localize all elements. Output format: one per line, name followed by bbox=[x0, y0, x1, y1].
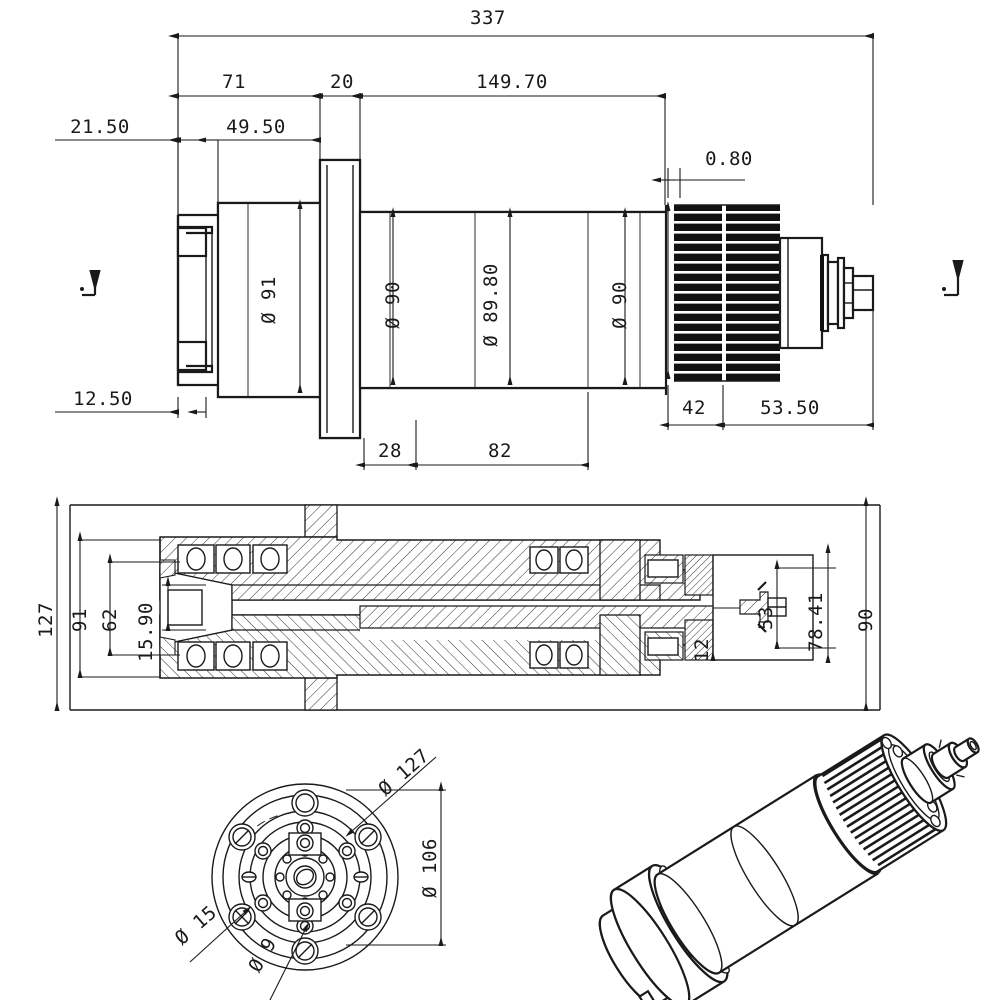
flange-end-view: Ø 127 Ø 106 Ø 15 Ø 9 bbox=[171, 745, 446, 1000]
tail-assembly bbox=[778, 236, 875, 350]
flange-dimension-d106: Ø 106 bbox=[346, 781, 446, 947]
flange-dimension-d127: Ø 127 bbox=[345, 745, 437, 837]
extension-lines-top bbox=[177, 33, 874, 230]
dimension-337: 337 bbox=[168, 7, 875, 39]
section-shaft bbox=[231, 584, 741, 640]
section-outer-box bbox=[69, 504, 881, 711]
dimension-12-50: 12.50 bbox=[55, 388, 207, 418]
flange-label-d106: Ø 106 bbox=[419, 838, 441, 898]
dimension-chain-right: 42 53.50 bbox=[659, 300, 875, 430]
front-elevation-view: 337 71 20 149.70 21.50 49.50 0.80 bbox=[55, 7, 964, 470]
flange-label-d9: Ø 9 bbox=[244, 934, 281, 976]
section-front-bearings bbox=[177, 544, 288, 671]
dimension-label-49-50: 49.50 bbox=[226, 116, 286, 138]
barrel-d91 bbox=[216, 201, 322, 399]
flange-label-d127: Ø 127 bbox=[374, 745, 433, 801]
section-front-flange bbox=[304, 504, 338, 711]
dimension-chain-bottom: 28 82 bbox=[355, 392, 590, 470]
dimension-label-21-50: 21.50 bbox=[70, 116, 130, 138]
section-arrow-left bbox=[80, 269, 101, 297]
iso-shaft-stack bbox=[900, 737, 980, 805]
keyway-slots bbox=[288, 832, 322, 922]
dimension-label-28: 28 bbox=[378, 440, 402, 462]
section-rear-bearings bbox=[529, 546, 589, 669]
diameter-dimension-lines bbox=[297, 199, 671, 394]
dimension-label-0-80: 0.80 bbox=[705, 148, 753, 170]
diameter-label-91: Ø 91 bbox=[258, 276, 280, 324]
flange-label-d15: Ø 15 bbox=[171, 902, 221, 950]
bolt-holes-d9 bbox=[241, 819, 369, 935]
dimension-chain-top: 71 20 149.70 bbox=[168, 71, 667, 99]
dimension-label-20: 20 bbox=[330, 71, 354, 93]
finned-rotor-pack bbox=[674, 204, 780, 382]
section-left-dimensions: 127 91 62 15.90 bbox=[35, 496, 206, 712]
section-right-dimensions: 12 53 78.41 90 bbox=[691, 496, 877, 712]
section-label-62: 62 bbox=[99, 608, 121, 632]
mid-flange-ring bbox=[318, 158, 362, 440]
diameter-label-89-80: Ø 89.80 bbox=[480, 263, 502, 347]
diameter-label-90-left: Ø 90 bbox=[382, 281, 404, 329]
dimension-label-53-50: 53.50 bbox=[760, 397, 820, 419]
section-label-90: 90 bbox=[855, 608, 877, 632]
section-label-53: 53 bbox=[755, 606, 777, 630]
section-label-91: 91 bbox=[69, 608, 91, 632]
section-label-127: 127 bbox=[35, 602, 57, 638]
section-taper-nose bbox=[159, 559, 233, 656]
dimension-chain-second: 21.50 49.50 bbox=[55, 116, 322, 143]
dimension-label-42: 42 bbox=[682, 397, 706, 419]
isometric-3d-view bbox=[598, 733, 980, 1000]
left-keyway-detail bbox=[176, 225, 214, 374]
dimension-label-149-70: 149.70 bbox=[476, 71, 548, 93]
diameter-label-90-right: Ø 90 bbox=[609, 281, 631, 329]
dimension-0-80: 0.80 bbox=[651, 148, 753, 198]
dimension-label-71: 71 bbox=[222, 71, 246, 93]
section-label-12: 12 bbox=[691, 638, 713, 662]
section-arrow-right bbox=[942, 259, 964, 297]
motor-barrel bbox=[358, 210, 668, 390]
dimension-label-82: 82 bbox=[488, 440, 512, 462]
fin-gaps bbox=[674, 211, 780, 374]
iso-finned-pack bbox=[814, 733, 948, 874]
dimension-label-337: 337 bbox=[470, 7, 506, 29]
dimension-label-12-50: 12.50 bbox=[73, 388, 133, 410]
section-label-78-41: 78.41 bbox=[805, 592, 827, 652]
section-label-15-90: 15.90 bbox=[135, 602, 157, 662]
longitudinal-section-view: 127 91 62 15.90 12 53 78.41 90 bbox=[35, 496, 881, 712]
